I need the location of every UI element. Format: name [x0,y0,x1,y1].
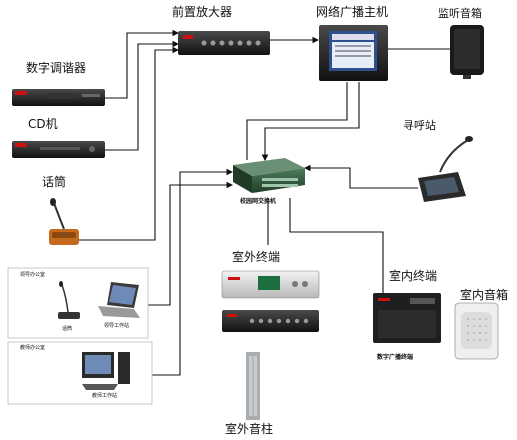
outdoor-terminal-label: 室外终端 [232,250,281,264]
digital-terminal-label: 数字广播终端 [377,354,414,361]
campus-switch-device [233,158,305,193]
indoor-speaker-device [454,302,499,360]
outdoor-amplifier-device [222,310,319,332]
host-to-switch-line-a [261,82,360,162]
pre-amplifier-label: 前置放大器 [172,5,233,19]
speech-label: 话筒 [62,326,73,332]
outdoor-terminal-device [221,270,320,299]
tuner-to-preamp-line [105,29,180,99]
digital-terminal-device [373,293,441,343]
leader-office-to-switch-line [148,181,234,306]
digital-tuner-label: 数字调谐器 [26,61,87,75]
cd-player-device [12,141,105,158]
monitor-speaker-label: 监听音箱 [438,7,482,20]
paging-to-switch-line [303,164,418,189]
teacher-office-label: 教师办公室 [20,345,46,351]
outdoor-column-speaker-device [246,352,260,420]
campus-switch-label: 校园网交换机 [240,198,277,205]
mic-to-preamp-line [78,46,180,241]
paging-station-device [418,136,473,202]
cd-to-preamp-line [105,40,180,151]
leader-office-label: 领导办公室 [20,272,46,278]
teacher-office-room [7,341,153,405]
digital-tuner-device [12,89,105,106]
outdoor-column-label: 室外音柱 [225,422,274,436]
switch-to-indoor-line [289,198,384,293]
pre-amplifier-device [178,31,270,55]
network-host-device [319,25,388,81]
monitor-speaker-device [450,25,484,79]
leader-office-room [7,267,149,339]
indoor-speaker-label: 室内音箱 [460,288,509,302]
host-to-switch-line-b [246,82,348,160]
connections [78,29,450,376]
indoor-terminal-label: 室内终端 [389,269,438,283]
microphone-label: 话筒 [42,175,67,189]
leader-workstation-label: 领导工作站 [104,323,130,329]
cd-player-label: CD机 [28,117,58,131]
teacher-office-to-switch-line [152,168,234,376]
microphone-device [49,198,79,245]
teacher-workstation-label: 教师工作站 [92,393,118,399]
paging-station-label: 寻呼站 [403,119,436,132]
network-host-label: 网络广播主机 [316,5,389,19]
